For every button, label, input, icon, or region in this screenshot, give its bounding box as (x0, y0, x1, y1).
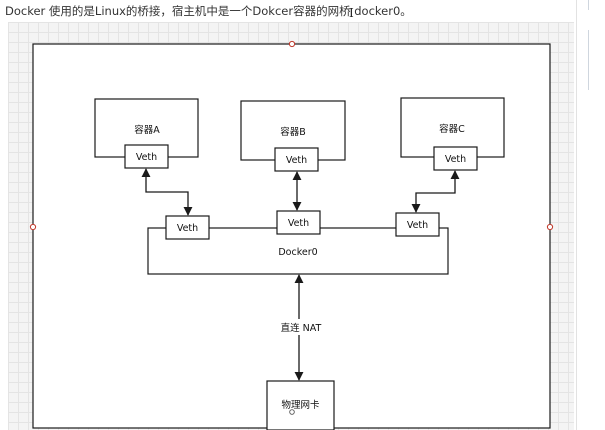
bridge-veth-3-label: Veth (407, 220, 428, 231)
container-a-veth[interactable] (124, 144, 169, 169)
nat-label: 直连 NAT (281, 322, 322, 334)
container-a[interactable]: 容器A Veth (94, 98, 199, 169)
container-c-veth-label: Veth (445, 154, 466, 165)
right-divider (576, 0, 577, 430)
container-b-label: 容器B (280, 126, 306, 138)
resize-handle[interactable] (29, 223, 37, 231)
bridge-veth-2-label: Veth (288, 218, 309, 229)
container-b-veth-label: Veth (286, 155, 307, 166)
container-a-veth-label: Veth (136, 152, 157, 163)
docker0-label: Docker0 (278, 247, 317, 258)
resize-handle[interactable] (546, 223, 554, 231)
resize-handle[interactable] (288, 40, 296, 48)
bridge-veth-1-label: Veth (177, 223, 198, 234)
connector-c[interactable] (411, 170, 460, 213)
container-c-label: 容器C (439, 123, 465, 135)
physical-nic[interactable]: 物理网卡 (266, 380, 335, 430)
bridge-veth-1[interactable] (165, 215, 210, 240)
scroll-tick (588, 0, 589, 10)
caption-text: Docker 使用的是Linux的桥接，宿主机中是一个Dokcer容器的网桥 d… (5, 4, 412, 18)
bridge-veth-3[interactable] (395, 212, 440, 237)
container-a-label: 容器A (134, 124, 160, 136)
container-b-veth[interactable] (274, 147, 319, 172)
bridge-veth-2[interactable] (276, 210, 321, 235)
connector-a[interactable] (141, 168, 193, 216)
container-b[interactable]: 容器B Veth (240, 100, 346, 172)
container-c-veth[interactable] (433, 146, 478, 171)
connection-point-icon[interactable] (289, 409, 295, 415)
container-c[interactable]: 容器C Veth (400, 97, 505, 171)
text-cursor-icon: I (349, 6, 354, 20)
physical-nic-label: 物理网卡 (281, 399, 320, 411)
scroll-tick (588, 30, 589, 90)
docker0-bridge[interactable]: Docker0 Veth Veth Veth (147, 210, 449, 275)
nat-label-bg (278, 319, 324, 335)
